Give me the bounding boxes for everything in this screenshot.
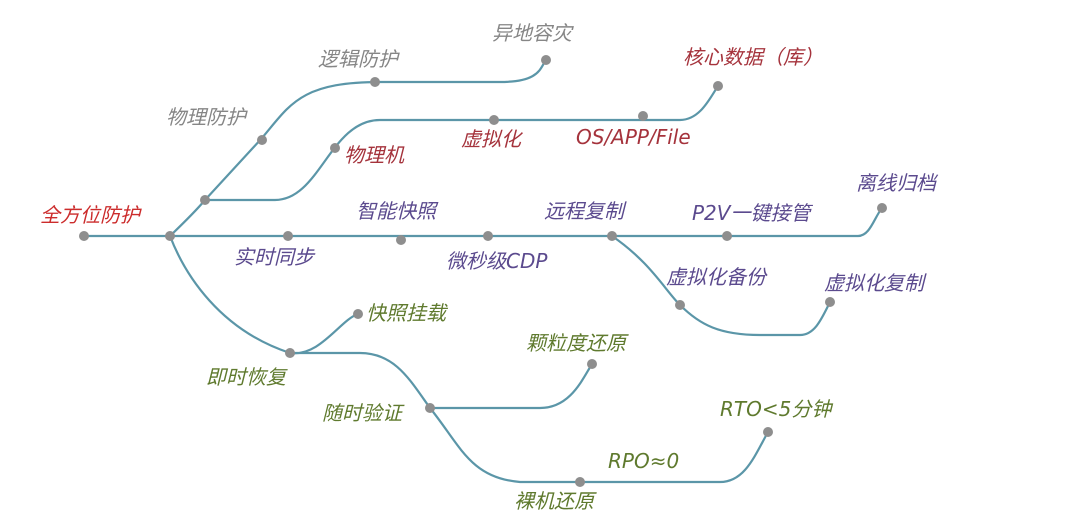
- label-smart-snapshot: 智能快照: [356, 199, 439, 223]
- label-core-data: 核心数据（库）: [683, 45, 823, 69]
- label-logical-protection: 逻辑防护: [318, 47, 400, 71]
- label-rto: RTO<5分钟: [720, 397, 833, 421]
- label-bare-metal-restore: 裸机还原: [514, 489, 597, 513]
- label-physical-protection: 物理防护: [166, 105, 248, 129]
- label-rpo: RPO≈0: [608, 449, 679, 473]
- physical-protection-branch: [168, 58, 548, 238]
- node-logical-protection: [370, 77, 380, 87]
- node-os-app-file: [638, 111, 648, 121]
- node-remote-replication: [607, 231, 617, 241]
- label-offline-archive: 离线归档: [856, 171, 939, 195]
- node-virt-replication: [825, 297, 835, 307]
- node-virtualization: [489, 115, 499, 125]
- label-offsite-dr: 异地容灾: [492, 21, 574, 45]
- node-snapshot-mount: [353, 309, 363, 319]
- node-physical-protection: [200, 195, 210, 205]
- node-p2v-takeover: [722, 231, 732, 241]
- label-instant-recovery: 即时恢复: [206, 365, 288, 389]
- node-instant-recovery: [285, 348, 295, 358]
- nodes: [79, 55, 887, 487]
- label-remote-replication: 远程复制: [544, 199, 627, 223]
- bare-metal-branch: [428, 406, 770, 484]
- node-smart-snapshot: [396, 235, 406, 245]
- label-anytime-verify: 随时验证: [322, 401, 405, 425]
- labels: 全方位防护 物理防护 逻辑防护 异地容灾 物理机 虚拟化 OS/APP/File…: [40, 21, 939, 513]
- node-rto: [763, 427, 773, 437]
- node-virt-backup: [675, 300, 685, 310]
- virt-backup-branch: [610, 234, 832, 337]
- node-micro-cdp: [483, 231, 493, 241]
- label-snapshot-mount: 快照挂载: [366, 301, 449, 325]
- node-core-data: [713, 81, 723, 91]
- node-anytime-verify: [425, 403, 435, 413]
- node-physical-machine: [330, 143, 340, 153]
- label-realtime-sync: 实时同步: [234, 245, 316, 269]
- node-realtime-sync: [283, 231, 293, 241]
- node-physical-protection-label: [257, 135, 267, 145]
- instant-recovery-branch: [168, 234, 360, 355]
- anytime-verify-branch: [288, 351, 594, 410]
- node-root: [79, 231, 89, 241]
- label-virt-backup: 虚拟化备份: [666, 265, 768, 289]
- label-p2v-takeover: P2V一键接管: [692, 201, 813, 225]
- label-os-app-file: OS/APP/File: [576, 125, 691, 149]
- label-root: 全方位防护: [40, 203, 142, 227]
- label-virt-replication: 虚拟化复制: [824, 271, 927, 295]
- label-physical-machine: 物理机: [344, 143, 405, 167]
- node-hub: [165, 231, 175, 241]
- label-granular-restore: 颗粒度还原: [526, 331, 629, 355]
- node-bare-metal-restore: [575, 477, 585, 487]
- virtualization-branch: [203, 84, 720, 202]
- label-micro-cdp: 微秒级CDP: [446, 249, 548, 273]
- label-virtualization: 虚拟化: [461, 127, 524, 151]
- node-granular-restore: [587, 359, 597, 369]
- node-offline-archive: [877, 203, 887, 213]
- node-offsite-dr: [541, 55, 551, 65]
